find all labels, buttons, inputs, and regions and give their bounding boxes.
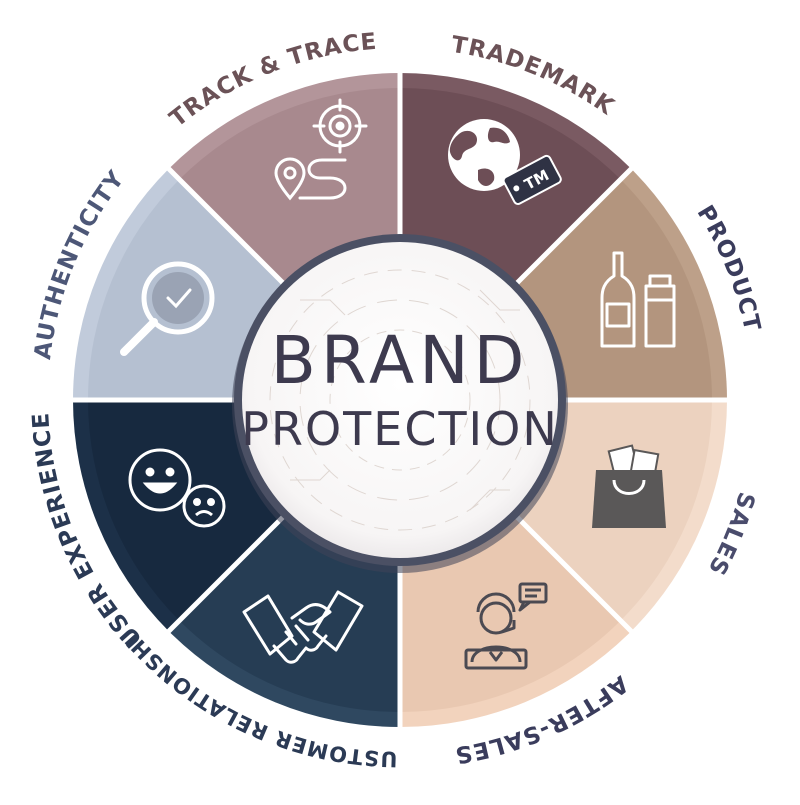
shopping-bag-icon [592, 444, 666, 528]
center-hub: BRAND PROTECTION [232, 234, 568, 573]
globe-trademark-tag-icon: TM [448, 119, 562, 205]
handshake-icon [242, 590, 364, 664]
label-sales: SALES [702, 489, 759, 580]
center-subtitle: PROTECTION [241, 402, 558, 456]
target-route-icon [274, 98, 368, 201]
support-agent-icon [464, 582, 548, 670]
circuit-pattern [269, 269, 531, 531]
center-title: BRAND [271, 322, 530, 399]
magnifier-check-icon [120, 261, 215, 356]
bottle-tube-icon [600, 251, 676, 348]
happy-sad-faces-icon [128, 448, 226, 528]
